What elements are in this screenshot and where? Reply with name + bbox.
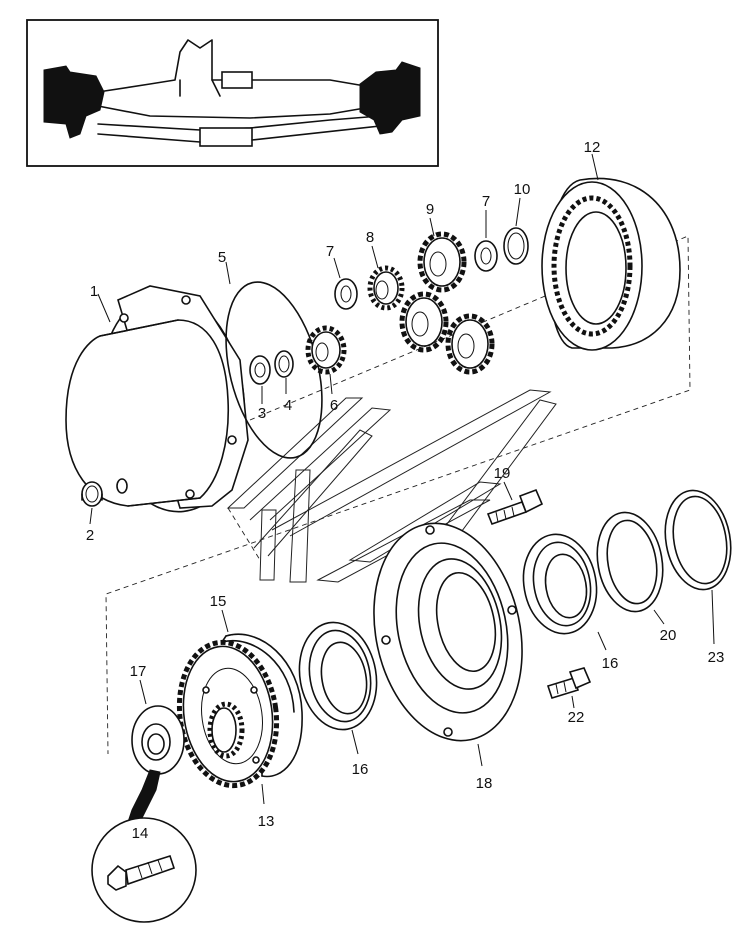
callout-4: 4 — [284, 397, 292, 414]
callout-13: 13 — [258, 813, 275, 830]
part-4-circlip — [274, 350, 294, 378]
part-17-seal — [131, 705, 185, 775]
axle-beam — [97, 39, 381, 147]
callout-23: 23 — [708, 649, 725, 666]
part-7-thrust-washer-b — [474, 240, 498, 272]
assembly-outline — [105, 235, 691, 755]
part-18-wheel-hub — [373, 522, 523, 742]
part-3-washer — [249, 355, 271, 385]
callout-16b: 16 — [602, 655, 619, 672]
callout-19: 19 — [494, 465, 511, 482]
callout-20: 20 — [660, 627, 677, 644]
part-14-bolt-detail — [91, 769, 197, 923]
part-10-snap-ring — [503, 227, 529, 265]
callout-1: 1 — [90, 283, 98, 300]
callout-22: 22 — [568, 709, 585, 726]
part-19-bolt — [486, 488, 544, 526]
watermark-logo — [226, 389, 557, 583]
callout-18: 18 — [476, 775, 493, 792]
axle-overview-inset — [26, 19, 439, 167]
part-22-bolt — [546, 667, 592, 699]
part-23-shim — [664, 489, 732, 591]
callout-16a: 16 — [352, 761, 369, 778]
callout-6: 6 — [330, 397, 338, 414]
part-16-bearing-b — [522, 533, 598, 635]
callout-labels: 1 2 3 4 5 6 7 7 8 9 10 12 13 14 15 16 16 — [86, 139, 725, 842]
part-2-plug — [81, 481, 103, 507]
part-1-hub-housing — [65, 285, 249, 513]
callout-2: 2 — [86, 527, 94, 544]
part-9-planet-gear-top — [417, 231, 467, 293]
part-20-oil-seal — [596, 511, 664, 613]
callout-12: 12 — [584, 139, 601, 156]
part-15-circlip — [221, 633, 303, 778]
callout-7b: 7 — [482, 193, 490, 210]
part-7-thrust-washer-a — [334, 278, 358, 310]
callout-17: 17 — [130, 663, 147, 680]
left-hub-silhouette — [43, 65, 105, 139]
part-9-planet-gear-low — [445, 313, 495, 375]
callout-15: 15 — [210, 593, 227, 610]
callout-10: 10 — [514, 181, 531, 198]
callout-14: 14 — [132, 825, 149, 842]
part-13-drive-gear — [176, 639, 280, 789]
part-6-sun-gear — [305, 325, 347, 375]
right-hub-silhouette — [359, 61, 421, 135]
callout-5: 5 — [218, 249, 226, 266]
part-9-planet-gear-mid — [399, 291, 449, 353]
part-12-ring-gear — [541, 177, 681, 351]
callout-9: 9 — [426, 201, 434, 218]
callout-3: 3 — [258, 405, 266, 422]
callout-8: 8 — [366, 229, 374, 246]
part-16-bearing-a — [298, 621, 378, 731]
callout-7a: 7 — [326, 243, 334, 260]
part-8-needle-bearing — [367, 265, 405, 311]
